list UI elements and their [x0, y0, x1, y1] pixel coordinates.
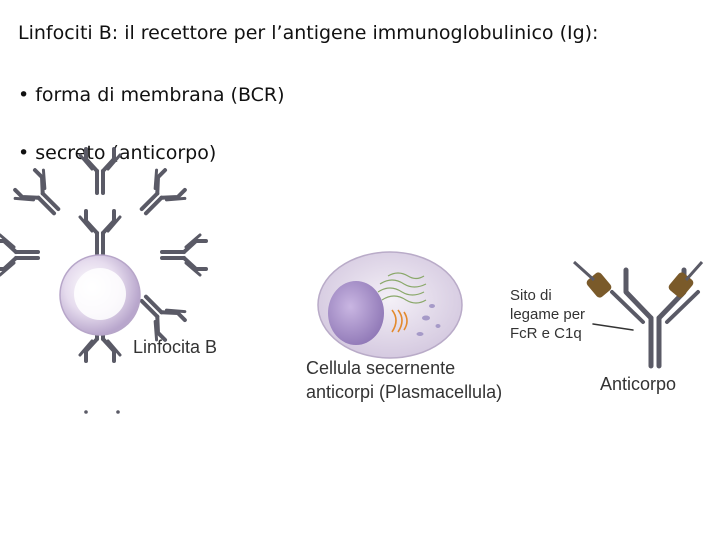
b-cell-nucleus — [74, 268, 126, 320]
b-lymphocyte — [0, 147, 208, 414]
endoplasmic-reticulum — [377, 272, 427, 304]
antibody-label: Anticorpo — [600, 374, 677, 394]
dots — [84, 410, 120, 414]
plasma-cell-label-line1: Cellula secernente — [306, 358, 456, 378]
golgi — [391, 309, 408, 333]
secreted-antibody — [592, 267, 700, 369]
binding-site-label-line1: Sito di — [510, 287, 552, 304]
binding-site-label-line2: legame per — [510, 306, 586, 323]
b-cell-label: Linfocita B — [133, 337, 218, 357]
plasma-cell-label-line2: anticorpi (Plasmacellula) — [306, 382, 503, 402]
slide-title: Linfociti B: il recettore per l’antigene… — [18, 22, 599, 44]
plasma-cell — [317, 251, 463, 359]
bullet-secreted-form: • secreto (anticorpo) — [18, 142, 217, 164]
plasma-nucleus — [328, 281, 384, 345]
binding-site-label-line3: FcR e C1q — [510, 325, 582, 342]
vesicles — [416, 304, 441, 336]
bullet-membrane-form: • forma di membrana (BCR) — [18, 84, 285, 106]
antigen-bound — [572, 260, 704, 298]
